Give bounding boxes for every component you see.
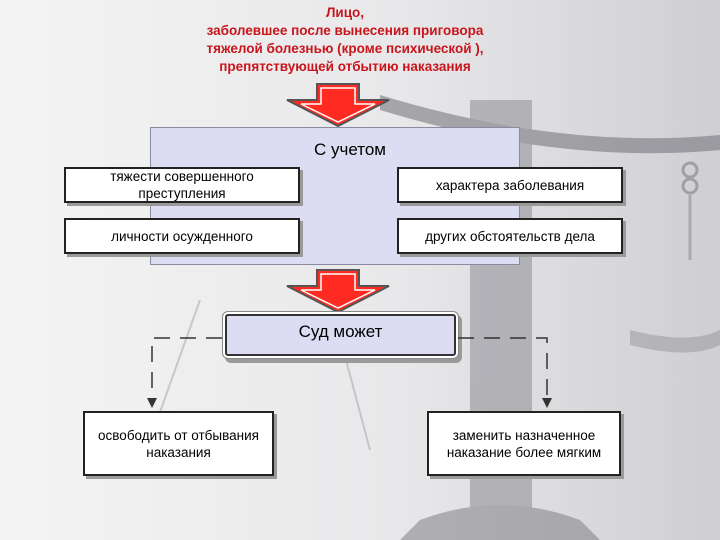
title-line: Лицо, [325,5,365,20]
court-label: Суд может [298,322,383,341]
factor-other-circumstances: других обстоятельств дела [397,218,623,254]
considering-label: С учетом [314,140,386,159]
court-can-box: Суд может [225,314,456,356]
factor-illness-nature: характера заболевания [397,167,623,203]
title-line: заболевшее после вынесения приговора [206,23,484,38]
factor-convict-personality: личности осужденного [64,218,300,254]
title-line: тяжелой болезнью (кроме психической ), [206,41,484,56]
title-block: Лицо, заболевшее после вынесения пригово… [150,4,540,76]
outcome-replace-punishment: заменить назначенное наказание более мяг… [427,411,621,476]
title-line: препятствующей отбытию наказания [219,59,471,74]
factor-crime-severity: тяжести совершенного преступления [64,167,300,203]
down-arrow-icon [286,269,390,314]
down-arrow-icon [286,83,390,128]
outcome-release: освободить от отбывания наказания [83,411,274,476]
